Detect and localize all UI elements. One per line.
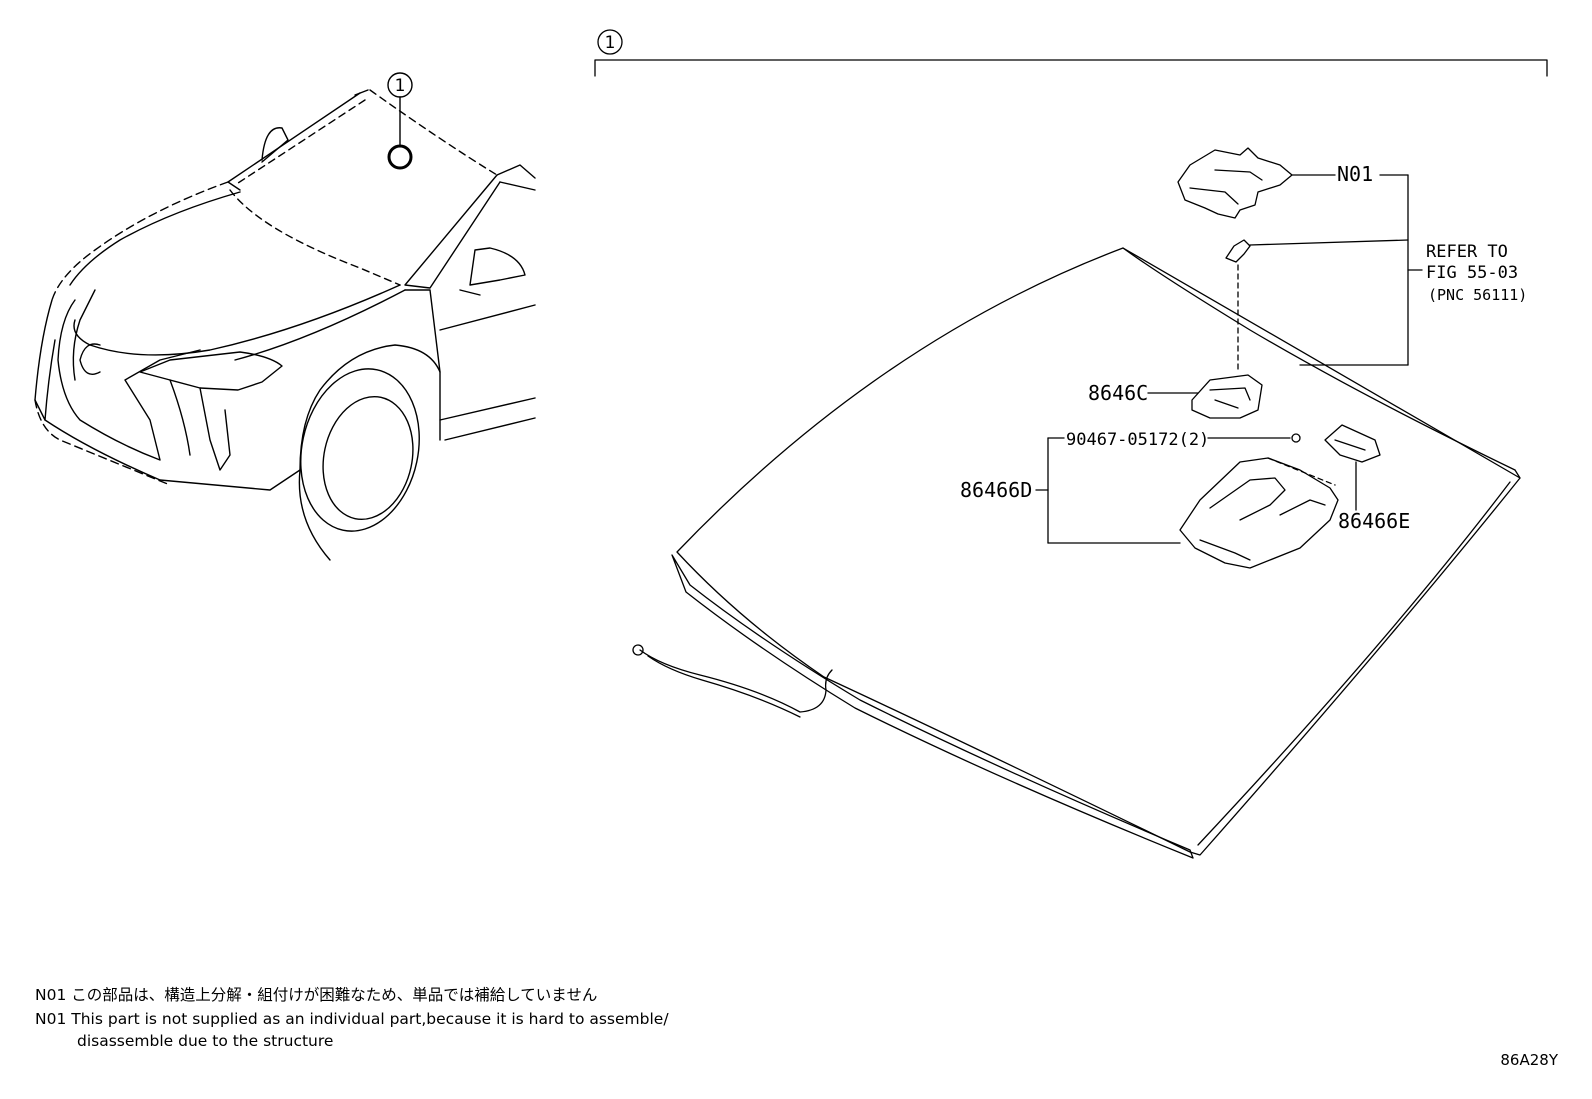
refer-to-line2: FIG 55-03	[1426, 263, 1518, 283]
figure-code: 86A28Y	[1500, 1051, 1558, 1069]
label-90467-05172: 90467-05172(2)	[1066, 430, 1209, 450]
windshield-glass	[676, 247, 1521, 856]
refer-to-line1: REFER TO	[1426, 242, 1508, 262]
label-8646c: 8646C	[1088, 381, 1148, 405]
note-en-code: N01	[35, 1010, 67, 1028]
note-en-text: This part is not supplied as an individu…	[71, 1010, 669, 1028]
callout-number: 1	[395, 76, 406, 96]
callout-circle-detail	[597, 29, 623, 55]
callout-number-detail: 1	[605, 33, 616, 53]
refer-to-line3: (PNC 56111)	[1428, 286, 1527, 304]
note-jp: N01 この部品は、構造上分解・組付けが困難なため、単品では補給していません	[35, 985, 597, 1005]
label-86466d: 86466D	[960, 478, 1032, 502]
vehicle-overview: 1	[34, 72, 536, 561]
note-en-line1: N01 This part is not supplied as an indi…	[35, 1009, 669, 1029]
label-n01: N01	[1337, 162, 1373, 186]
note-jp-code: N01	[35, 986, 67, 1004]
note-en-text-2: disassemble due to the structure	[77, 1032, 334, 1050]
parts-detail: 1 N01 REFER TO FIG 55-03 (PNC 56111)	[594, 29, 1548, 859]
windshield-location-marker	[387, 144, 413, 170]
label-86466e: 86466E	[1338, 509, 1410, 533]
note-en-line2: disassemble due to the structure	[77, 1031, 333, 1051]
note-jp-text: この部品は、構造上分解・組付けが困難なため、単品では補給していません	[71, 986, 598, 1004]
assembly-bracket-line	[594, 59, 1548, 77]
